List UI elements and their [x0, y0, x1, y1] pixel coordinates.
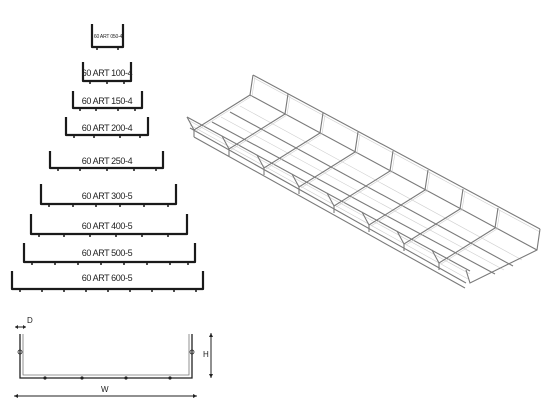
dimension-d-label: D: [27, 316, 33, 325]
dimension-drawing: D H W: [14, 316, 213, 398]
profile-label: 60 ART 300-5: [82, 191, 133, 201]
profile-label: 60 ART 150-4: [82, 96, 133, 106]
profile-60-art-150-4: 60 ART 150-4: [71, 91, 144, 110]
profile-label: 60 ART 500-5: [82, 248, 133, 258]
profile-label: 60 ART 100-4: [82, 68, 133, 78]
profile-label: 60 ART 050-4: [94, 34, 123, 40]
profile-60-art-400-5: 60 ART 400-5: [29, 214, 189, 236]
profile-rung-dots: [19, 48, 197, 292]
wire-mesh-tray-illustration: [186, 74, 541, 289]
profile-60-art-050-4: 60 ART 050-4: [90, 24, 125, 49]
profile-label: 60 ART 200-4: [82, 123, 133, 133]
profile-60-art-100-4: 60 ART 100-4: [82, 62, 133, 83]
profile-60-art-200-4: 60 ART 200-4: [64, 117, 150, 137]
profile-60-art-250-4: 60 ART 250-4: [48, 151, 165, 170]
profile-label: 60 ART 400-5: [82, 221, 133, 231]
profile-label: 60 ART 600-5: [82, 273, 133, 283]
profile-60-art-300-5: 60 ART 300-5: [39, 184, 178, 206]
dimension-w-label: W: [101, 385, 109, 394]
profile-60-art-500-5: 60 ART 500-5: [22, 243, 197, 264]
profile-60-art-600-5: 60 ART 600-5: [10, 271, 205, 291]
profile-label: 60 ART 250-4: [82, 156, 133, 166]
dimension-h-label: H: [203, 350, 209, 359]
